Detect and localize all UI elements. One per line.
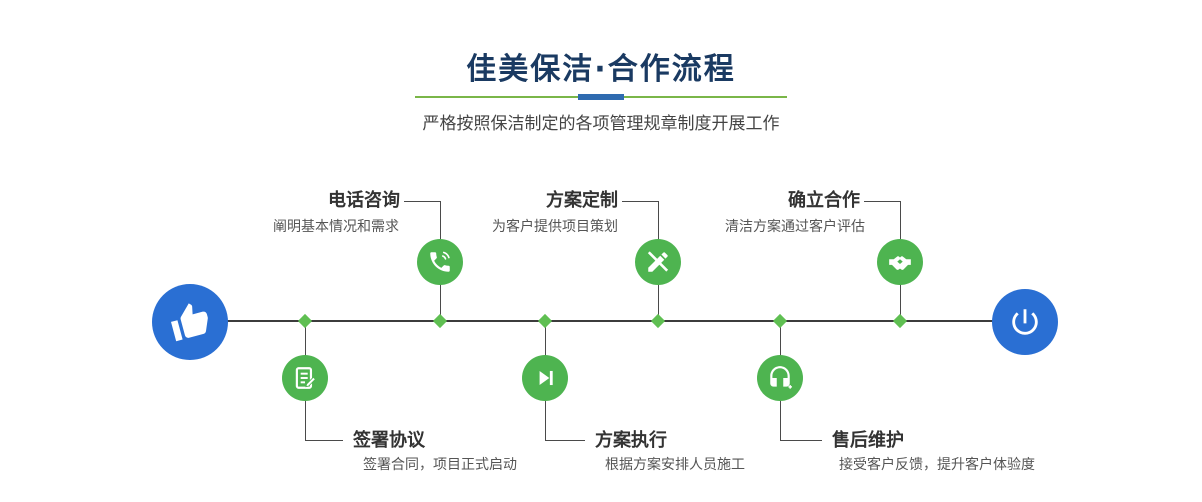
contract-icon <box>295 367 317 389</box>
power-icon <box>1012 309 1038 335</box>
timeline-diamond <box>772 313 788 329</box>
connector-tick <box>780 440 822 441</box>
step-node-sign-agreement <box>282 355 328 401</box>
step-title: 确立合作 <box>788 190 860 211</box>
step-desc: 清洁方案通过客户评估 <box>725 219 865 235</box>
step-node-after-sales <box>757 355 803 401</box>
step-desc: 签署合同，项目正式启动 <box>363 457 517 473</box>
step-desc: 接受客户反馈，提升客户体验度 <box>839 457 1035 473</box>
timeline-line <box>190 320 1025 322</box>
step-title: 售后维护 <box>832 430 904 451</box>
page-title: 佳美保洁·合作流程 <box>466 52 736 87</box>
step-node-phone-consult <box>417 239 463 285</box>
step-title: 签署协议 <box>353 430 425 451</box>
phone-icon <box>430 251 450 272</box>
timeline-diamond <box>650 313 666 329</box>
play-icon <box>539 370 553 386</box>
headset-icon <box>770 366 792 389</box>
page-subtitle: 严格按照保洁制定的各项管理规章制度开展工作 <box>422 114 780 134</box>
connector-tick <box>545 440 585 441</box>
title-divider <box>415 94 787 100</box>
pointing-hand-icon <box>170 303 208 342</box>
timeline-diamond <box>432 313 448 329</box>
step-node-plan-execute <box>522 355 568 401</box>
step-title: 电话咨询 <box>328 190 400 211</box>
step-desc: 阐明基本情况和需求 <box>273 219 399 235</box>
step-title: 方案执行 <box>595 430 667 451</box>
divider-blue-bar <box>578 94 624 100</box>
step-title: 方案定制 <box>546 190 618 211</box>
connector-tick <box>404 201 440 202</box>
timeline-diamond <box>297 313 313 329</box>
pencil-ruler-icon <box>647 251 669 272</box>
step-desc: 为客户提供项目策划 <box>492 219 618 235</box>
step-desc: 根据方案安排人员施工 <box>605 457 745 473</box>
flow-start-node <box>152 284 228 360</box>
flow-end-node <box>992 289 1058 355</box>
connector-tick <box>305 440 343 441</box>
connector-tick <box>622 201 658 202</box>
handshake-icon <box>889 256 911 270</box>
step-node-establish-cooperation <box>877 239 923 285</box>
connector-tick <box>864 201 900 202</box>
step-node-plan-custom <box>635 239 681 285</box>
timeline-diamond <box>892 313 908 329</box>
timeline-diamond <box>537 313 553 329</box>
